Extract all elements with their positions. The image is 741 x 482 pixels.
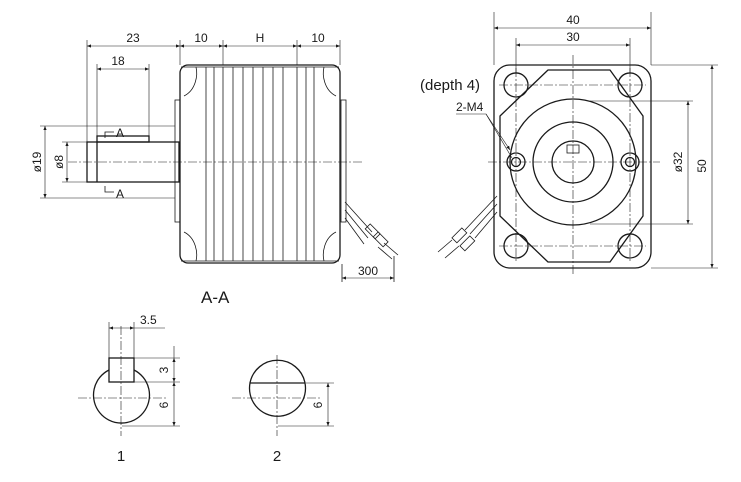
front-view: 40 30 50 ø32 (depth 4) 2-M4: [420, 12, 718, 275]
motor-body: [179, 64, 341, 264]
dim-body-h: H: [256, 31, 265, 45]
section-view: A-A 3.5 3 6 1: [78, 288, 334, 465]
section-1-shaft: 3.5 3 6 1: [78, 313, 180, 465]
dim-bolt-circle: ø32: [671, 151, 685, 172]
dim-flange-left: 10: [194, 31, 208, 45]
dim-shaft-length: 23: [126, 31, 140, 45]
side-view: 23 18 10 H 10 ø19 ø8 A A 300: [30, 31, 399, 282]
section-mark-a-top: A: [116, 126, 124, 140]
section-mark-a-bottom: A: [116, 187, 124, 201]
dim-overall-height: 50: [695, 159, 709, 173]
dim-overall-width: 40: [566, 13, 580, 27]
motor-shaft: [86, 135, 180, 183]
dim-lead-length: 300: [358, 264, 378, 278]
dim-key-height: 3: [157, 366, 171, 373]
note-thread-m4: 2-M4: [456, 100, 484, 114]
note-depth: (depth 4): [420, 77, 480, 94]
dim-hole-pitch: 30: [566, 30, 580, 44]
dim-6-right: 6: [311, 401, 325, 408]
dim-6-left: 6: [157, 401, 171, 408]
section-2-shaft: 6 2: [232, 355, 334, 465]
dim-key-length: 18: [111, 54, 125, 68]
dim-key-width: 3.5: [140, 313, 157, 327]
section-title: A-A: [201, 288, 230, 307]
dim-dia-19: ø19: [30, 151, 44, 172]
lead-wires-side: [341, 201, 399, 282]
dim-dia-8: ø8: [52, 155, 66, 169]
section-label-2: 2: [273, 448, 281, 465]
lead-wires-front: [437, 195, 498, 259]
section-label-1: 1: [117, 448, 125, 465]
dim-flange-right: 10: [311, 31, 325, 45]
